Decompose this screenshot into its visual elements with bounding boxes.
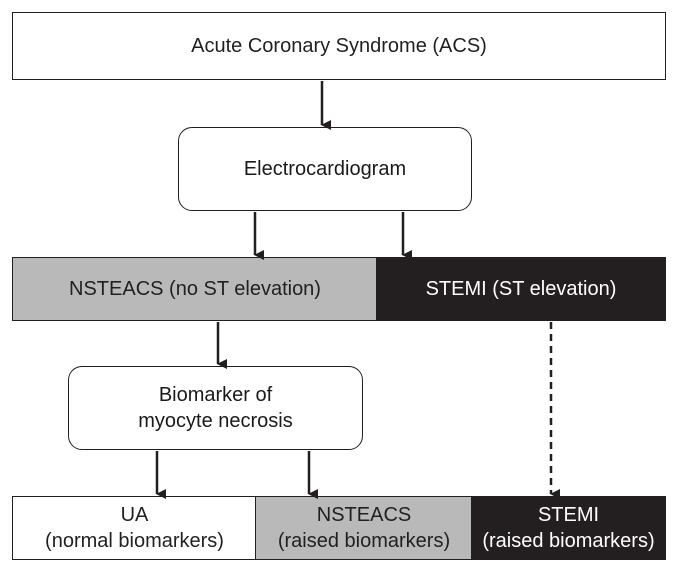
- biomarker-box: Biomarker of myocyte necrosis: [68, 366, 363, 450]
- ecg-label: Electrocardiogram: [243, 158, 407, 180]
- nsteacs-top-box: NSTEACS (no ST elevation): [12, 257, 377, 321]
- nsteacs-bottom-box: NSTEACS (raised biomarkers): [255, 496, 472, 560]
- acs-label: Acute Coronary Syndrome (ACS): [191, 35, 487, 57]
- nsteacs-bottom-label-line1: NSTEACS: [316, 504, 412, 526]
- nsteacs-top-label: NSTEACS (no ST elevation): [69, 278, 321, 300]
- stemi-top-box: STEMI (ST elevation): [376, 257, 666, 321]
- stemi-bottom-label-line1: STEMI: [537, 504, 600, 526]
- stemi-bottom-box: STEMI (raised biomarkers): [471, 496, 666, 560]
- biomarker-label-line1: Biomarker of: [158, 384, 273, 406]
- ecg-box: Electrocardiogram: [178, 127, 472, 211]
- ua-label-line1: UA: [120, 504, 149, 526]
- stemi-top-label: STEMI (ST elevation): [425, 278, 617, 300]
- acs-box: Acute Coronary Syndrome (ACS): [12, 12, 666, 80]
- ua-label-line2: (normal biomarkers): [45, 530, 224, 552]
- nsteacs-bottom-label-line2: (raised biomarkers): [277, 530, 451, 552]
- stemi-bottom-label-line2: (raised biomarkers): [482, 530, 655, 552]
- ua-box: UA (normal biomarkers): [12, 496, 256, 560]
- biomarker-label-line2: myocyte necrosis: [138, 410, 293, 432]
